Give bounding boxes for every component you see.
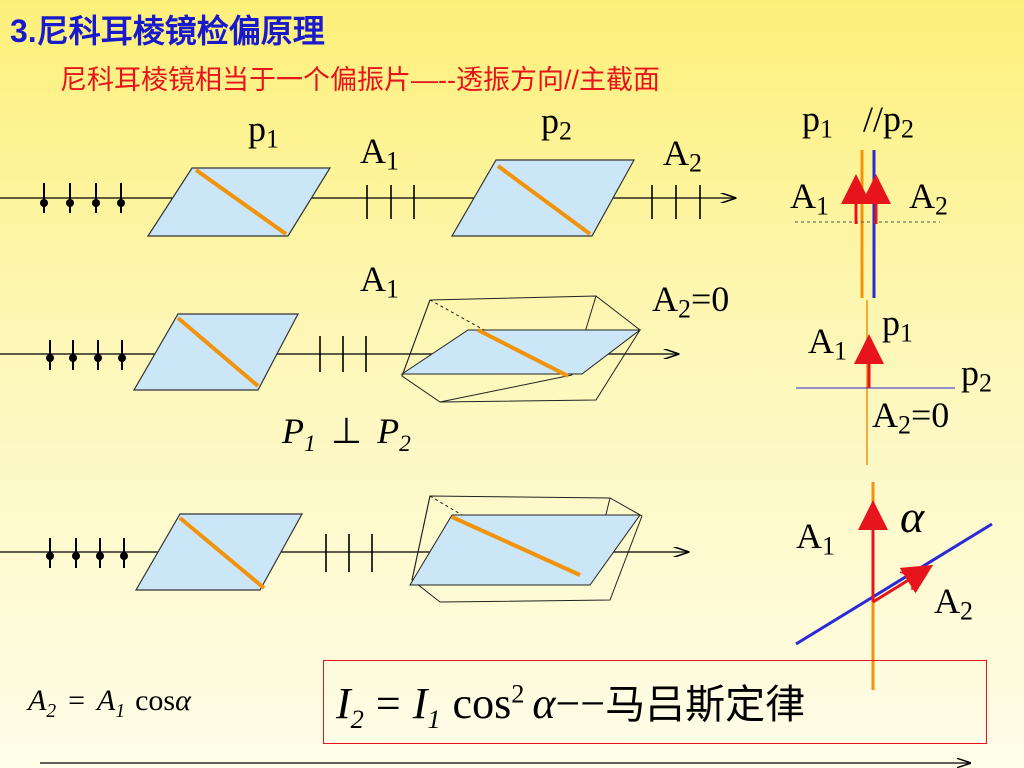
malus-law-box: [323, 660, 987, 744]
slide-title: 3.尼科耳棱镜检偏原理: [10, 13, 325, 49]
p2-axis: [477, 328, 569, 378]
label-inset2-a1: A1: [808, 321, 847, 366]
unpolarized-marks: [49, 340, 123, 370]
label-p1: p1: [248, 109, 279, 154]
p1-axis: [178, 516, 266, 590]
polarized-marks-a1: [325, 534, 373, 572]
p1-axis: [194, 168, 288, 236]
label-inset3-a1: A1: [796, 516, 835, 561]
label-inset3-a2: A2: [934, 581, 973, 626]
polarized-marks-a2: [651, 185, 701, 219]
polarized-marks-a1: [319, 336, 367, 372]
inset-angle: [795, 482, 993, 690]
label-a1: A1: [360, 131, 399, 176]
slide-subtitle: 尼科耳棱镜相当于一个偏振片—--透振方向//主截面: [60, 65, 660, 95]
vector-a2: [872, 564, 934, 604]
label-a1-row2: A1: [360, 259, 399, 304]
row-perpendicular: [0, 295, 678, 403]
inset-perpendicular: [796, 300, 955, 465]
label-inset2-a2-zero: A2=0: [872, 395, 950, 440]
label-inset2-p1: p1: [882, 303, 913, 348]
label-p2: p2: [541, 101, 572, 146]
unpolarized-marks: [43, 183, 122, 213]
unpolarized-dots: [40, 199, 125, 207]
p2-direction: [795, 522, 993, 646]
row-angle: [0, 495, 688, 603]
label-perpendicular: P1 ⊥ P2: [282, 411, 411, 458]
label-a2: A2: [663, 133, 702, 178]
label-inset-a1: A1: [790, 176, 829, 221]
row-parallel: [0, 159, 735, 237]
angle-arc: [899, 571, 913, 591]
unpolarized-dots: [46, 552, 128, 560]
polarized-marks-a1: [366, 185, 415, 219]
label-alpha: α: [900, 491, 925, 542]
label-a2-zero: A2=0: [652, 279, 730, 324]
unpolarized-marks: [49, 538, 125, 568]
label-inset2-p2: p2: [961, 353, 992, 398]
p2-axis: [451, 515, 581, 577]
inset-parallel: [795, 150, 940, 298]
unpolarized-dots: [46, 354, 126, 362]
label-inset-parallel: p1//p2: [802, 99, 914, 144]
label-inset-a2: A2: [909, 176, 948, 221]
p1-axis: [176, 316, 260, 388]
p2-axis: [496, 164, 592, 236]
